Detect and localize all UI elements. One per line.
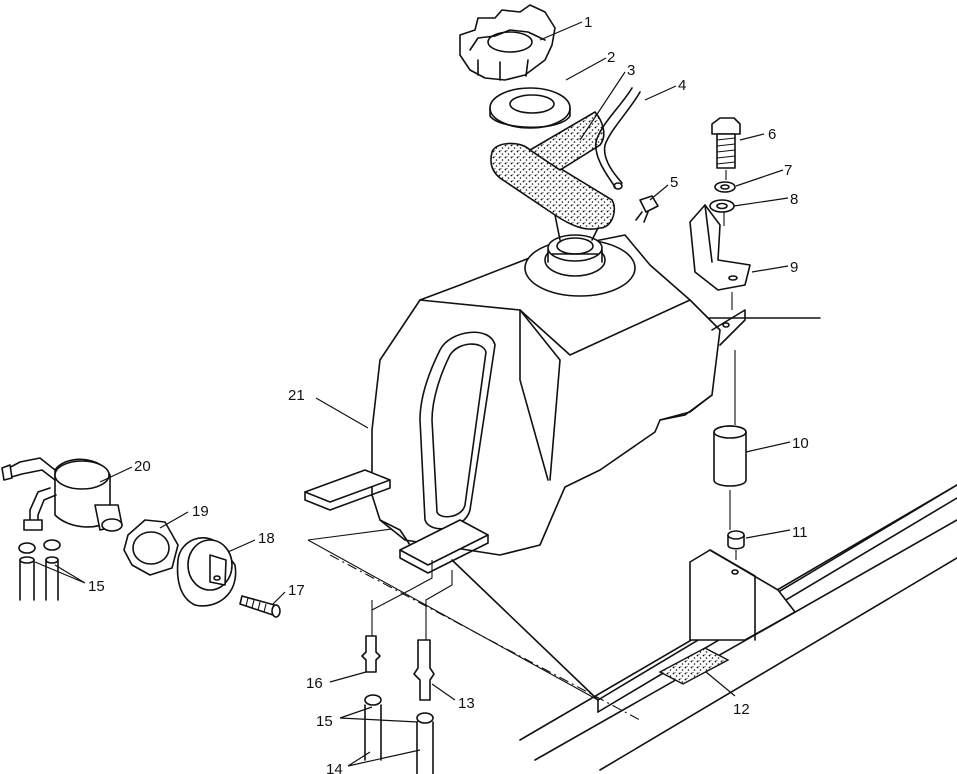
callout-4: 4 [678,77,686,94]
callout-5: 5 [670,174,678,191]
callout-20: 20 [134,458,151,475]
callout-18: 18 [258,530,275,547]
fuel-valve-20 [1,457,123,532]
callout-3: 3 [627,62,635,79]
callout-16: 16 [306,675,323,692]
frame-mount-bracket [689,549,796,641]
bolt-centerline [723,170,737,560]
leader-lines [34,21,791,767]
screw-17 [239,595,281,618]
vent-hose-4 [595,87,641,190]
gasket-2 [489,87,571,129]
callout-21: 21 [288,387,305,404]
nut-19 [123,519,179,576]
callout-13: 13 [458,695,475,712]
spacer-10 [713,425,747,487]
callout-6: 6 [768,126,776,143]
callout-9: 9 [790,259,798,276]
callout-7: 7 [784,162,792,179]
washers-7-8 [709,181,736,213]
callout-14: 14 [326,761,343,774]
callout-2: 2 [607,49,615,66]
fuel-cap-1 [459,4,556,81]
vent-fitting-5 [635,195,659,223]
callout-11: 11 [792,524,808,541]
callout-10: 10 [792,435,809,452]
callout-19: 19 [192,503,209,520]
callout-15-bottom: 15 [316,713,333,730]
fuel-fittings [361,560,453,774]
callout-17: 17 [288,582,305,599]
fuel-tank-21 [371,234,746,556]
foam-pad-3 [490,110,616,241]
callout-labels: 1 2 3 4 5 6 7 8 9 10 11 12 13 14 15 15 1… [88,14,809,774]
frame-pad-12 [658,647,730,685]
bracket-9 [689,204,751,291]
knob-18 [176,536,237,607]
callout-12: 12 [733,701,750,718]
callout-1: 1 [584,14,592,31]
callout-8: 8 [790,191,798,208]
clamps-hoses-15 [18,539,61,601]
callout-15-left: 15 [88,578,105,595]
tank-pads [304,469,489,574]
bolt-6 [711,117,741,169]
bushing-11 [727,530,745,550]
frame-rails [307,317,957,771]
